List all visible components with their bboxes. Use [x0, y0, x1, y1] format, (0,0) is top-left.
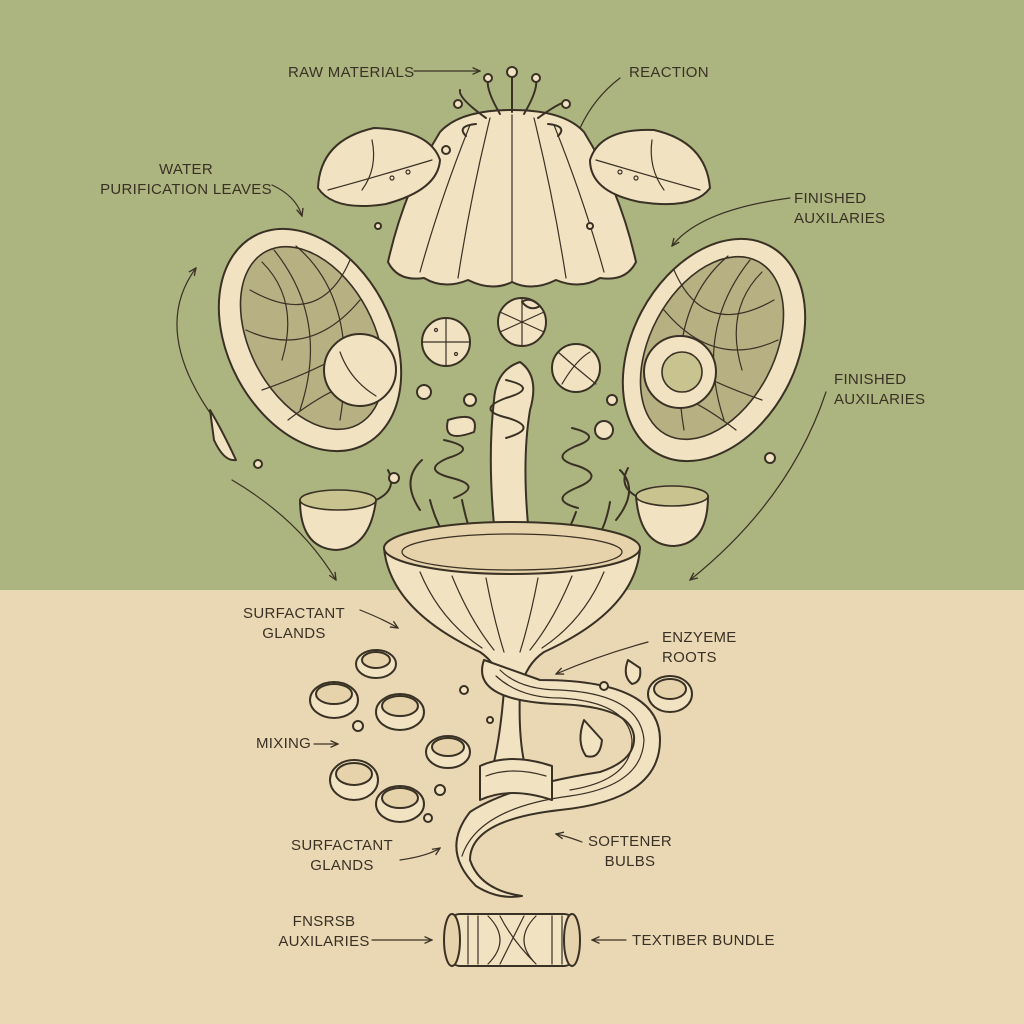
fiber-bundle-icon — [443, 913, 581, 967]
label-finished-auxilaries-top: FINISHED AUXILARIES — [794, 189, 885, 229]
arrow-icon — [672, 197, 791, 246]
label-surfactant-glands-bottom: SURFACTANT GLANDS — [282, 836, 402, 876]
label-line: AUXILARIES — [834, 391, 926, 408]
cup-gland-icon-cluster — [309, 649, 693, 823]
arrow-icon — [399, 848, 440, 861]
ribbon-stream-icon — [455, 659, 661, 898]
seed-sphere-icon-3 — [551, 343, 601, 393]
label-surfactant-glands-top: SURFACTANT GLANDS — [234, 604, 354, 644]
mesh-oval-pod-icon-right — [621, 237, 807, 463]
arrow-icon — [271, 184, 302, 216]
label-reaction: REACTION — [629, 64, 709, 81]
label-mixing: MIXING — [256, 735, 312, 752]
label-line: GLANDS — [310, 857, 374, 874]
arrow-icon — [359, 609, 398, 628]
label-line: ENZYEME — [662, 629, 737, 646]
label-line: SOFTENER — [587, 833, 673, 850]
label-line: SURFACTANT — [291, 837, 393, 854]
cup-gland-icon-right — [623, 467, 709, 547]
label-fnsrsb-auxilaries: FNSRSB AUXILARIES — [274, 912, 374, 952]
label-line: AUXILARIES — [794, 210, 886, 227]
label-line: FINISHED — [794, 190, 867, 207]
label-line: FNSRSB — [292, 913, 356, 930]
spiral-tendril-icon — [409, 361, 630, 561]
arrow-icon — [556, 834, 583, 843]
label-line: GLANDS — [262, 625, 326, 642]
label-line: SURFACTANT — [243, 605, 345, 622]
label-water-purification-leaves: WATER PURIFICATION LEAVES — [96, 160, 276, 200]
label-raw-materials: RAW MATERIALS — [288, 64, 415, 81]
cup-gland-icon-left — [299, 469, 392, 551]
label-line: WATER — [159, 161, 213, 178]
seed-sphere-icon-1 — [421, 317, 471, 367]
jellyfish-bell-icon — [387, 66, 637, 288]
leaf-pod-icon-left — [317, 127, 441, 207]
label-line: AUXILARIES — [278, 933, 370, 950]
arrow-icon — [556, 641, 649, 674]
label-arrows — [176, 71, 827, 940]
arrow-icon — [231, 479, 336, 580]
label-softener-bulbs: SOFTENER BULBS — [580, 832, 680, 872]
arrow-icon — [176, 268, 216, 421]
mesh-oval-pod-icon-left — [217, 227, 403, 453]
label-enzyeme-roots: ENZYEME ROOTS — [662, 628, 737, 668]
seed-sphere-icon-2 — [497, 297, 547, 347]
label-line: PURIFICATION LEAVES — [100, 181, 272, 198]
label-line: ROOTS — [662, 649, 717, 666]
label-finished-auxilaries-right: FINISHED AUXILARIES — [834, 370, 925, 410]
label-textiber-bundle: TEXTIBER BUNDLE — [632, 932, 775, 949]
label-line: BULBS — [604, 853, 656, 870]
leaf-pod-icon-right — [589, 128, 711, 206]
droplets — [209, 145, 776, 484]
label-line: FINISHED — [834, 371, 907, 388]
arrow-icon — [690, 391, 827, 580]
